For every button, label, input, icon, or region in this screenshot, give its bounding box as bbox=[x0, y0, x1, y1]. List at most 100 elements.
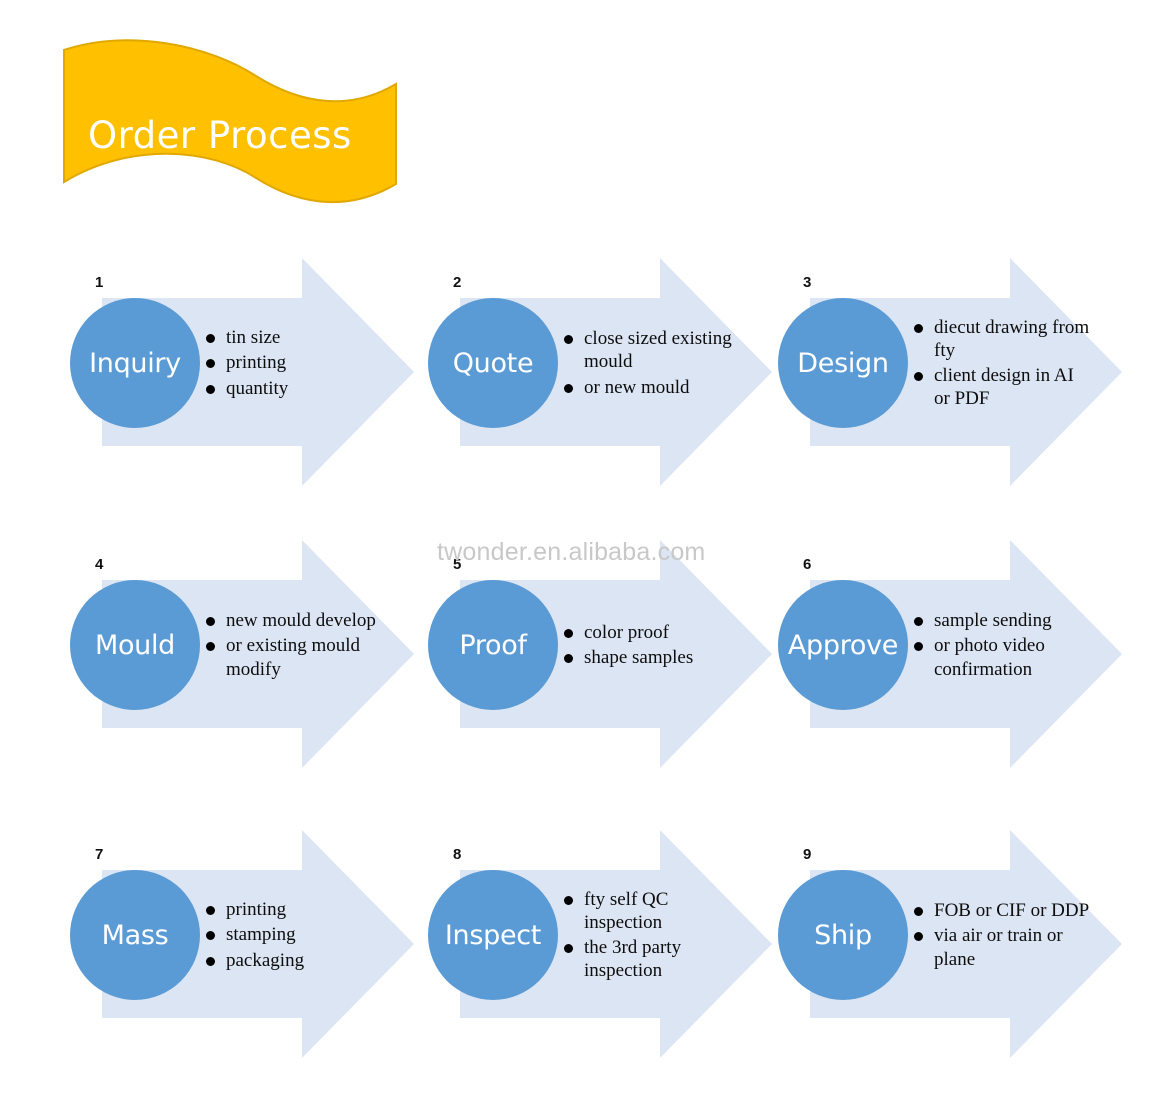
step-bullet-item: packaging bbox=[206, 949, 386, 972]
step-bullet-item: diecut drawing from fty bbox=[914, 316, 1094, 362]
step-number: 6 bbox=[803, 556, 812, 573]
step-circle-mould[interactable]: Mould bbox=[70, 580, 200, 710]
step-circle-label: Approve bbox=[787, 629, 899, 661]
bullet-text: close sized existing mould bbox=[584, 328, 732, 373]
step-arrow-shape bbox=[102, 540, 414, 768]
step-bullet-item: tin size bbox=[206, 326, 386, 349]
bullet-text: tin size bbox=[226, 327, 281, 349]
bullet-dot-icon bbox=[206, 334, 215, 344]
step-number: 8 bbox=[453, 846, 462, 863]
banner-title: Order Process bbox=[88, 114, 352, 157]
bullet-text: color proof bbox=[584, 621, 669, 643]
bullet-text: or photo video confirmation bbox=[934, 635, 1045, 680]
bullet-dot-icon bbox=[914, 323, 923, 333]
step-arrow-shape bbox=[102, 258, 414, 486]
step-arrow-shape bbox=[810, 830, 1122, 1058]
step-number: 3 bbox=[803, 274, 812, 291]
bullet-dot-icon bbox=[914, 642, 923, 652]
step-bullet-item: client design in AI or PDF bbox=[914, 364, 1094, 410]
bullet-text: via air or train or plane bbox=[934, 925, 1063, 970]
step-bullet-item: the 3rd party inspection bbox=[564, 936, 744, 982]
step-bullet-list: sample sending or photo video confirmatio… bbox=[914, 580, 1094, 712]
bullet-text: fty self QC inspection bbox=[584, 888, 669, 933]
step-bullet-list: tin size printing quantity bbox=[206, 298, 386, 430]
step-arrow-shape bbox=[460, 540, 772, 768]
step-circle-approve[interactable]: Approve bbox=[778, 580, 908, 710]
bullet-dot-icon bbox=[914, 617, 923, 627]
step-bullet-item: printing bbox=[206, 351, 386, 374]
step-circle-mass[interactable]: Mass bbox=[70, 870, 200, 1000]
bullet-text: diecut drawing from fty bbox=[934, 316, 1090, 361]
bullet-dot-icon bbox=[564, 335, 573, 345]
step-bullet-list: close sized existing mould or new mould bbox=[564, 298, 744, 430]
step-number: 2 bbox=[453, 274, 462, 291]
step-circle-label: Mould bbox=[94, 629, 176, 661]
bullet-dot-icon bbox=[564, 654, 573, 663]
step-circle-label: Proof bbox=[459, 629, 527, 661]
step-bullet-item: quantity bbox=[206, 377, 386, 400]
bullet-text: sample sending bbox=[934, 610, 1052, 632]
bullet-text: or existing mould modify bbox=[226, 635, 361, 680]
step-circle-quote[interactable]: Quote bbox=[428, 298, 558, 428]
step-arrow-shape bbox=[810, 258, 1122, 486]
bullet-text: quantity bbox=[226, 377, 289, 399]
step-circle-proof[interactable]: Proof bbox=[428, 580, 558, 710]
step-circle-inspect[interactable]: Inspect bbox=[428, 870, 558, 1000]
bullet-text: the 3rd party inspection bbox=[584, 937, 682, 982]
bullet-text: new mould develop bbox=[226, 610, 376, 632]
bullet-dot-icon bbox=[206, 956, 215, 966]
step-bullet-item: close sized existing mould bbox=[564, 327, 744, 373]
bullet-dot-icon bbox=[564, 383, 573, 393]
step-bullet-item: color proof bbox=[564, 621, 744, 644]
step-circle-label: Quote bbox=[452, 347, 534, 379]
bullet-dot-icon bbox=[206, 384, 215, 394]
step-circle-design[interactable]: Design bbox=[778, 298, 908, 428]
bullet-dot-icon bbox=[206, 617, 215, 627]
step-bullet-item: or new mould bbox=[564, 376, 744, 399]
bullet-dot-icon bbox=[914, 907, 923, 917]
step-bullet-item: via air or train or plane bbox=[914, 924, 1094, 970]
bullet-dot-icon bbox=[564, 895, 573, 905]
step-number: 4 bbox=[95, 556, 104, 573]
step-number: 1 bbox=[95, 274, 104, 291]
step-bullet-item: fty self QC inspection bbox=[564, 888, 744, 934]
step-circle-inquiry[interactable]: Inquiry bbox=[70, 298, 200, 428]
bullet-text: printing bbox=[226, 899, 287, 921]
order-process-banner: Order Process bbox=[60, 32, 400, 232]
step-number: 5 bbox=[453, 556, 462, 573]
bullet-dot-icon bbox=[564, 628, 573, 638]
step-circle-label: Inquiry bbox=[89, 347, 181, 379]
bullet-dot-icon bbox=[206, 931, 215, 941]
bullet-text: printing bbox=[226, 352, 287, 374]
bullet-dot-icon bbox=[914, 372, 923, 381]
step-arrow-shape bbox=[460, 258, 772, 486]
step-arrow-shape bbox=[460, 830, 772, 1058]
bullet-text: client design in AI or PDF bbox=[934, 365, 1074, 410]
bullet-dot-icon bbox=[914, 932, 923, 942]
bullet-text: shape samples bbox=[584, 647, 694, 668]
step-bullet-list: new mould develop or existing mould modif… bbox=[206, 580, 386, 712]
step-arrow-shape bbox=[810, 540, 1122, 768]
step-circle-label: Design bbox=[797, 347, 889, 379]
step-bullet-list: color proof shape samples bbox=[564, 580, 744, 712]
banner-flag-shape bbox=[63, 39, 397, 204]
step-circle-ship[interactable]: Ship bbox=[778, 870, 908, 1000]
step-arrow-shape bbox=[102, 830, 414, 1058]
step-bullet-item: shape samples bbox=[564, 646, 744, 669]
step-number: 7 bbox=[95, 846, 104, 863]
step-bullet-item: stamping bbox=[206, 923, 386, 946]
site-watermark: twonder.en.alibaba.com bbox=[437, 538, 706, 566]
